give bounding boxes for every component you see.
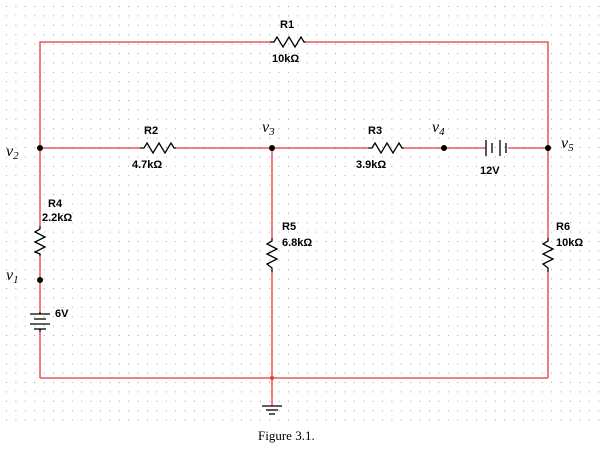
bottom-junction [270,376,274,380]
r6-value: 10kΩ [556,237,583,249]
node-v5-label: v5 [561,135,574,154]
resistor-r2-symbol [140,141,176,155]
r2-value: 4.7kΩ [132,159,162,171]
r3-name: R3 [368,125,382,137]
resistor-r4-symbol [33,226,47,256]
r1-value: 10kΩ [272,53,299,65]
node-v1-junction [37,277,43,283]
node-v3-label: v3 [262,119,275,138]
r3-value: 3.9kΩ [356,159,386,171]
battery-6v-label: 6V [55,308,69,320]
ground-icon [262,405,282,415]
node-v2-junction [37,145,43,151]
node-v1-label: v1 [6,267,19,286]
figure-caption: Figure 3.1. [258,428,315,443]
grid-background [6,6,600,421]
node-v5-junction [545,145,551,151]
wire-top-left [39,41,270,148]
r4-name: R4 [48,198,63,210]
r5-name: R5 [282,221,296,233]
battery-12v-label: 12V [480,165,500,177]
node-v3-junction [269,145,275,151]
r1-name: R1 [280,19,294,31]
r6-name: R6 [556,221,570,233]
resistor-r3-symbol [368,141,404,155]
r2-name: R2 [144,125,158,137]
wire-top-right [306,41,549,148]
node-v4-label: v4 [432,119,445,138]
battery-6v-symbol [30,312,50,332]
resistor-r6-symbol [541,238,555,272]
resistor-r1-symbol [270,35,306,49]
r4-value: 2.2kΩ [42,212,72,224]
r5-value: 6.8kΩ [282,237,312,249]
node-v4-junction [441,145,447,151]
battery-12v-symbol [485,140,507,156]
node-v2-label: v2 [6,143,19,162]
resistor-r5-symbol [265,238,279,272]
